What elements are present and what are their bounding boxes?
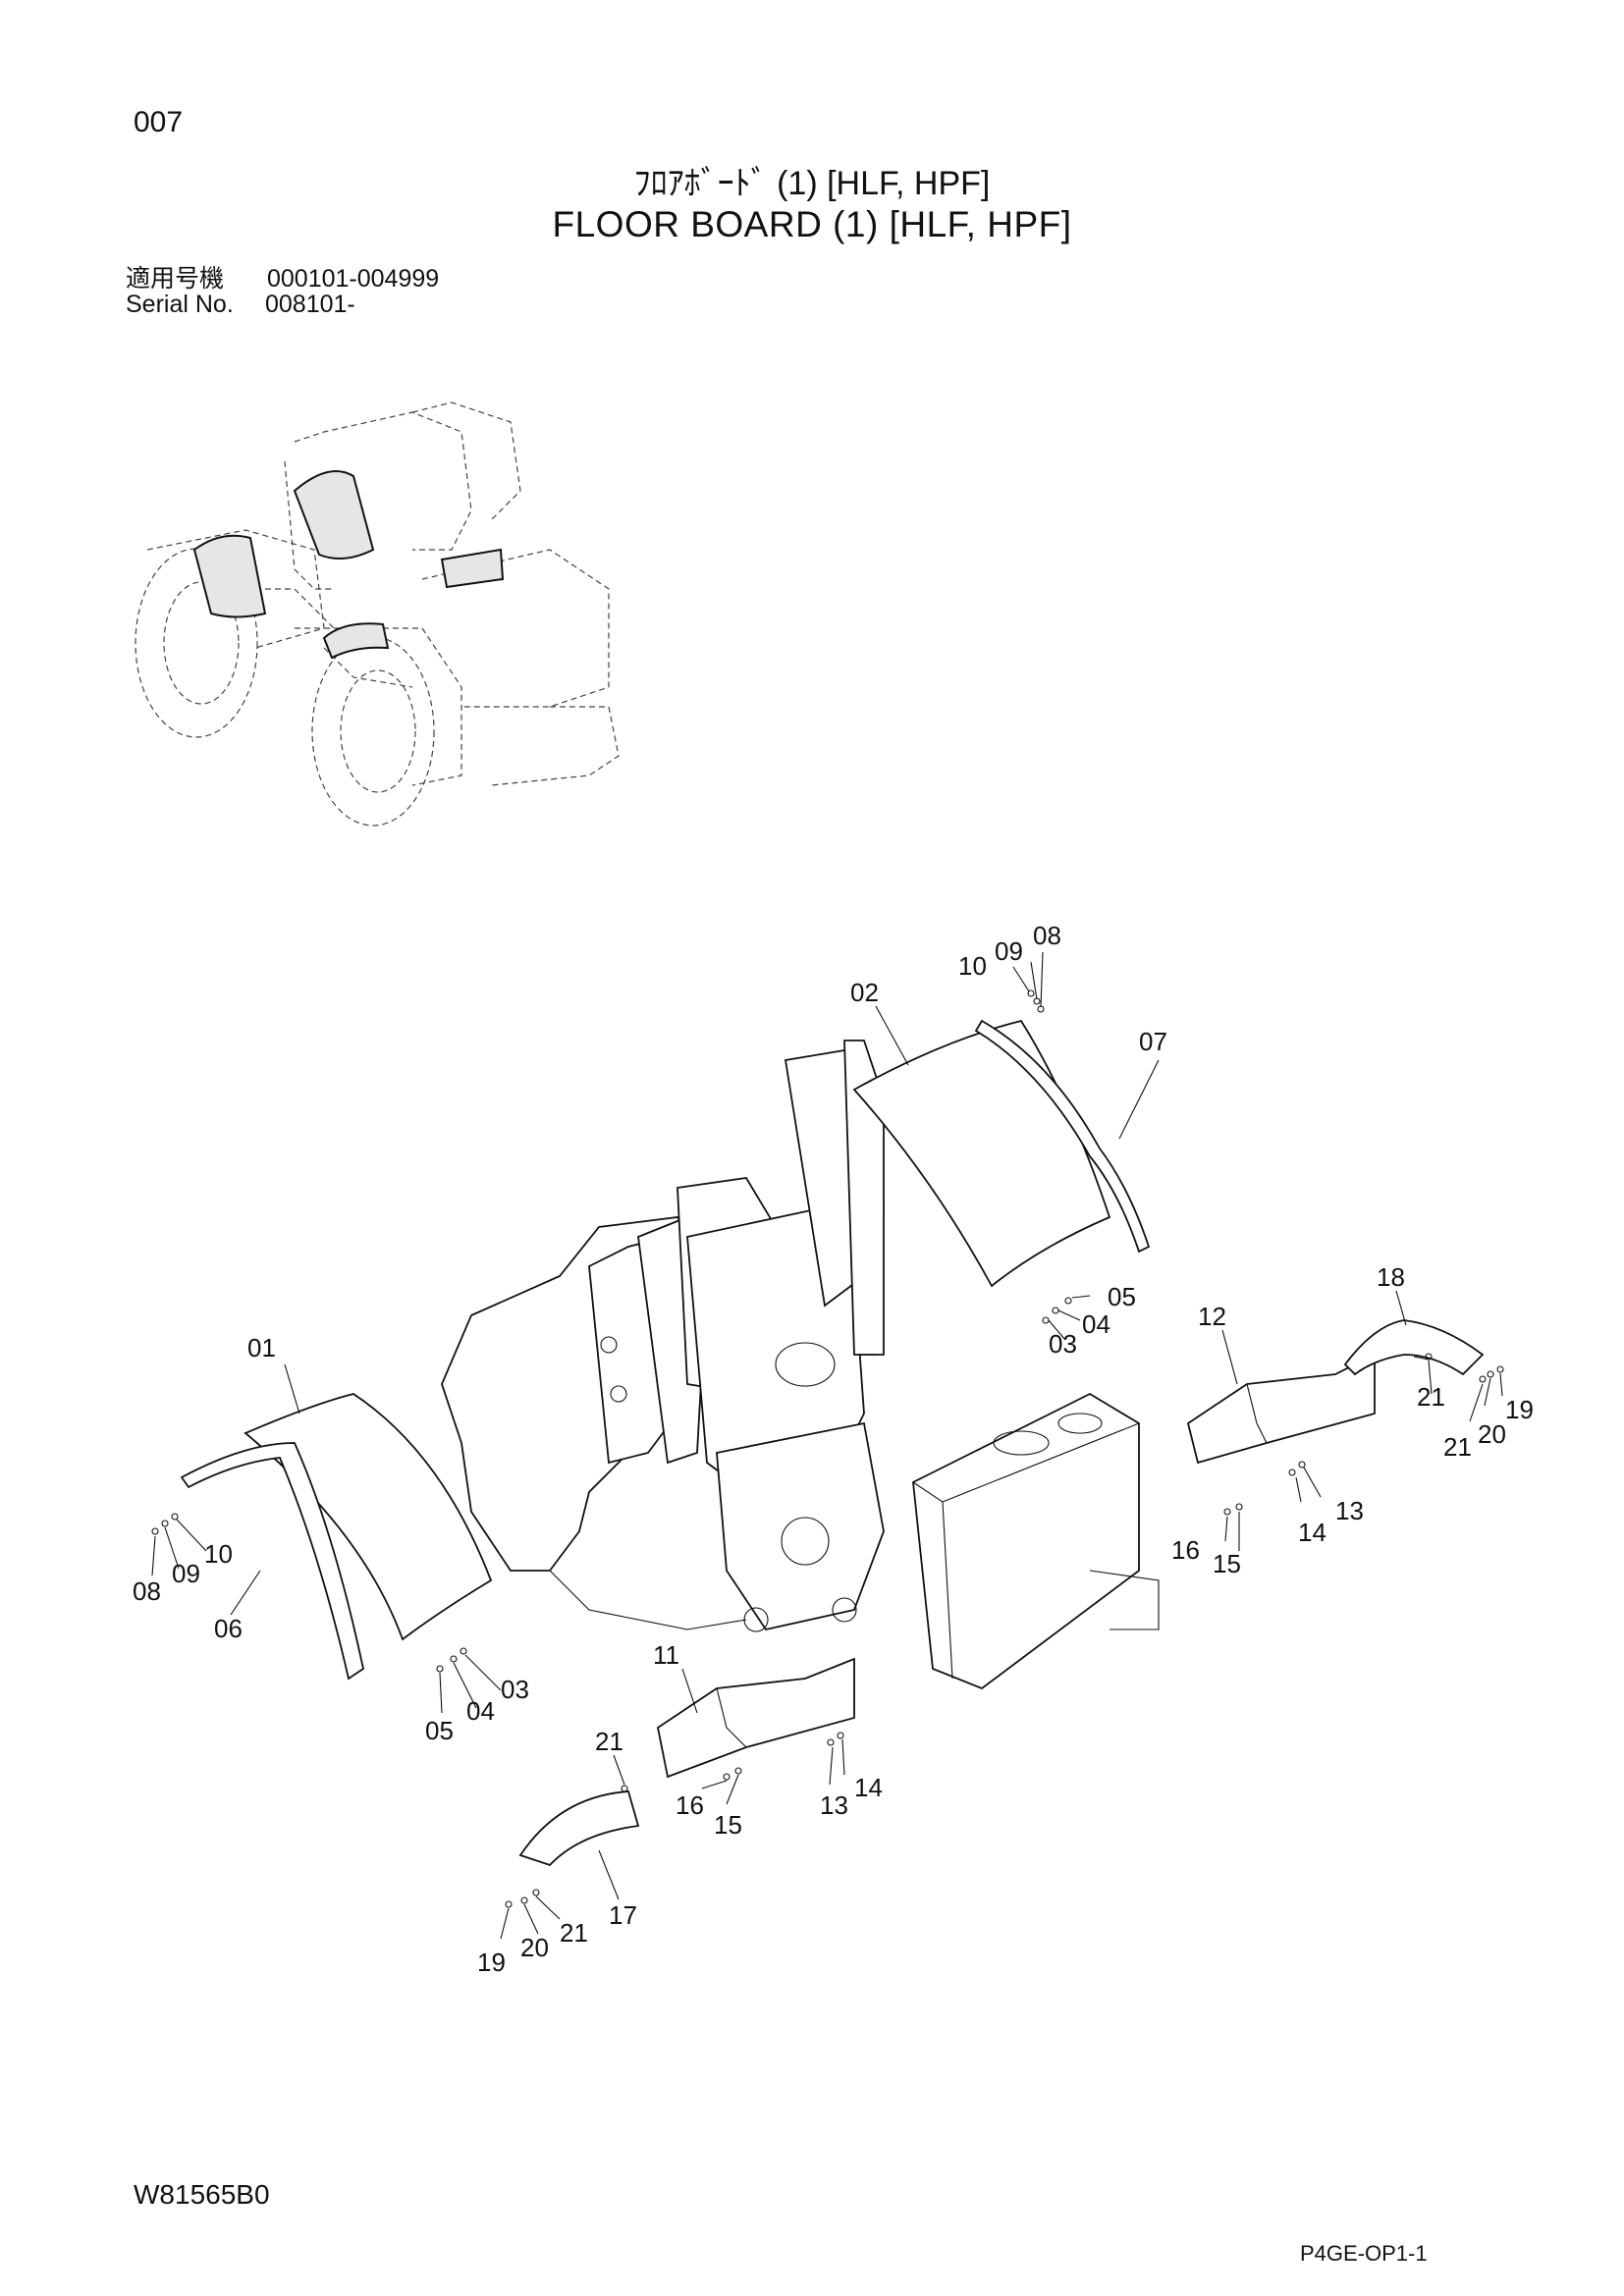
callout-03: 03: [501, 1675, 529, 1704]
serial-label-english: Serial No.: [126, 291, 234, 318]
overview-board-right: [440, 548, 505, 589]
callout-16: 16: [676, 1790, 704, 1820]
callout-03: 03: [1049, 1329, 1077, 1359]
callout-09: 09: [172, 1559, 200, 1588]
callout-08: 08: [1033, 921, 1061, 950]
title-english: FLOOR BOARD (1) [HLF, HPF]: [552, 204, 1072, 244]
callout-13: 13: [1335, 1496, 1364, 1525]
machine-overview-sketch: [135, 401, 620, 827]
callout-20: 20: [520, 1933, 549, 1962]
callout-11: 11: [653, 1640, 679, 1670]
callout-labels: 02 07 10 09 08 05 04 03 01 06 08 09 10 0…: [133, 921, 1534, 1977]
page-code: P4GE-OP1-1: [1300, 2241, 1428, 2266]
board-02: [852, 1019, 1111, 1288]
rear-gearbox: [912, 1392, 1160, 1690]
board-07-trim: [974, 1019, 1151, 1254]
callout-19: 19: [477, 1948, 506, 1977]
callout-10: 10: [958, 951, 987, 981]
callout-12: 12: [1198, 1302, 1226, 1331]
serial-label-japanese: 適用号機: [126, 265, 225, 293]
callout-17: 17: [609, 1900, 637, 1930]
callout-15: 15: [1213, 1549, 1241, 1578]
callout-21: 21: [595, 1727, 623, 1756]
callout-21: 21: [1443, 1432, 1472, 1462]
overview-board-left: [192, 534, 267, 618]
callout-05: 05: [425, 1716, 454, 1745]
title-japanese: ﾌﾛｱﾎﾞｰﾄﾞ (1) [HLF, HPF]: [633, 165, 991, 202]
callout-21: 21: [1417, 1382, 1445, 1412]
callout-14: 14: [1298, 1518, 1326, 1547]
overview-board-upper: [293, 470, 375, 560]
callout-13: 13: [820, 1790, 848, 1820]
callout-01: 01: [247, 1333, 276, 1362]
drawing-code: W81565B0: [134, 2179, 270, 2210]
page-number: 007: [134, 106, 184, 138]
callout-04: 04: [466, 1696, 495, 1726]
serial-range-japanese: 000101-004999: [267, 265, 440, 293]
callout-20: 20: [1478, 1419, 1506, 1449]
cover-11: [656, 1657, 855, 1779]
fasteners: [151, 989, 1504, 1908]
callout-04: 04: [1082, 1309, 1110, 1339]
callout-05: 05: [1108, 1282, 1136, 1311]
callout-21: 21: [560, 1918, 588, 1948]
callout-06: 06: [214, 1614, 243, 1643]
leader-lines: [151, 951, 1503, 1940]
board-06-trim: [180, 1442, 365, 1681]
board-01: [244, 1393, 493, 1641]
callout-07: 07: [1139, 1027, 1167, 1056]
callout-02: 02: [850, 978, 879, 1007]
callout-08: 08: [133, 1576, 161, 1606]
main-frame: [441, 1040, 885, 1632]
callout-15: 15: [714, 1810, 742, 1840]
serial-range-english: 008101-: [265, 291, 355, 318]
plate-18: [1343, 1319, 1485, 1376]
callout-09: 09: [995, 936, 1023, 966]
plate-17: [518, 1790, 640, 1867]
callout-10: 10: [204, 1539, 233, 1569]
callout-16: 16: [1171, 1535, 1200, 1565]
overview-board-front: [322, 622, 390, 660]
callout-19: 19: [1505, 1395, 1534, 1424]
callout-18: 18: [1377, 1262, 1405, 1292]
cover-12: [1186, 1353, 1376, 1465]
callout-14: 14: [854, 1773, 883, 1802]
